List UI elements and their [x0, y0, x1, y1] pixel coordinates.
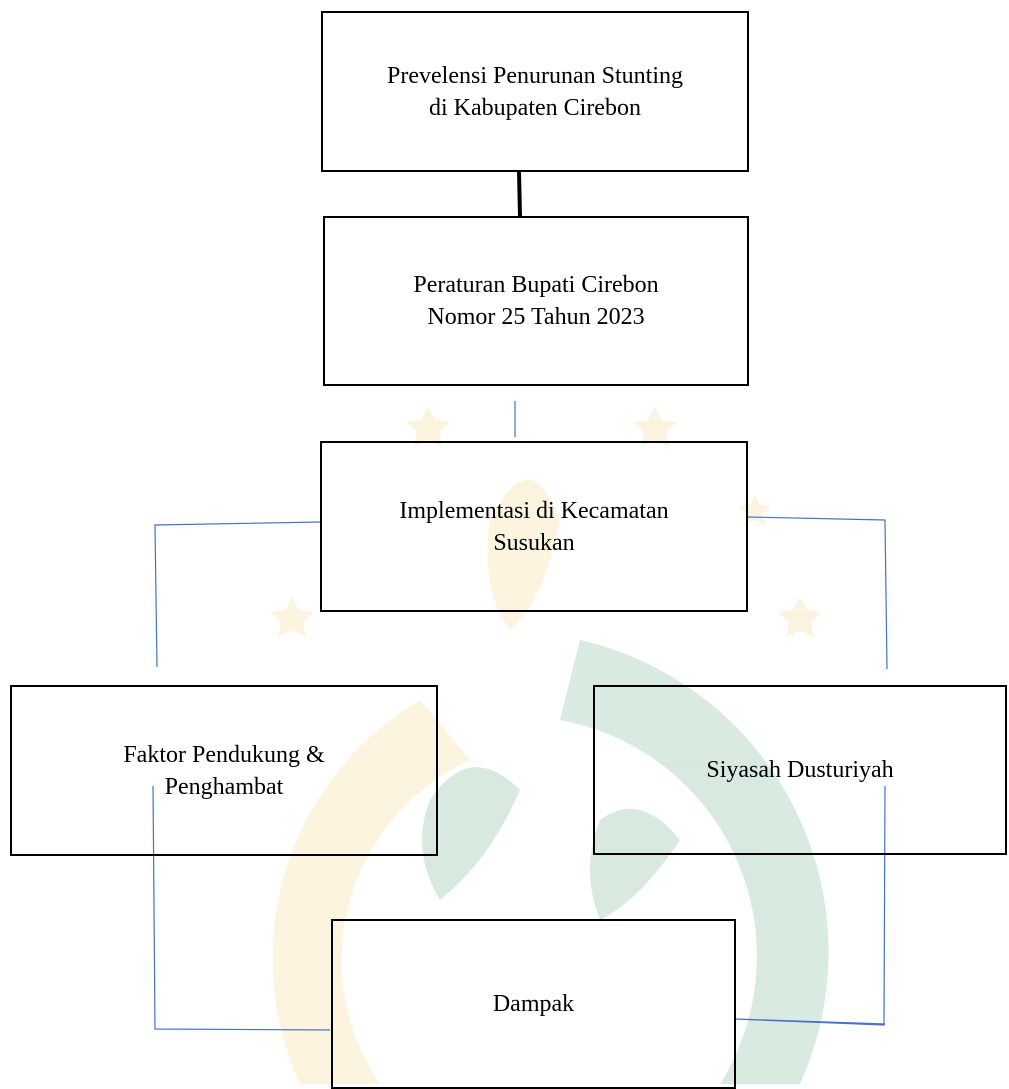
connector-implementation-factors — [154, 521, 321, 668]
watermark-green-arc — [560, 640, 829, 1084]
connector-siyasah-impact — [734, 785, 886, 1026]
node-factors: Faktor Pendukung & Penghambat — [10, 685, 438, 856]
watermark-star-icon — [633, 407, 677, 447]
node-implementation-label: Implementasi di Kecamatan Susukan — [399, 497, 669, 556]
node-regulation-label: Peraturan Bupati Cirebon Nomor 25 Tahun … — [413, 272, 659, 330]
watermark-gold-flame — [487, 480, 560, 630]
node-factors-label: Faktor Pendukung & Penghambat — [123, 741, 325, 800]
node-siyasah-label: Siyasah Dusturiyah — [706, 757, 894, 783]
watermark-star-icon — [778, 597, 822, 637]
node-prevalence-label: Prevelensi Penurunan Stunting di Kabupat… — [387, 62, 683, 121]
watermark-star-icon — [406, 407, 450, 447]
watermark-green-leaf-2 — [590, 808, 680, 920]
node-regulation: Peraturan Bupati Cirebon Nomor 25 Tahun … — [323, 216, 749, 386]
node-impact: Dampak — [331, 919, 736, 1089]
node-implementation: Implementasi di Kecamatan Susukan — [320, 441, 748, 612]
watermark-green-leaf — [422, 767, 520, 900]
node-prevalence: Prevelensi Penurunan Stunting di Kabupat… — [321, 11, 749, 172]
watermark-gold-arc — [272, 700, 470, 1084]
node-siyasah: Siyasah Dusturiyah — [593, 685, 1007, 855]
connector-factors-impact — [152, 785, 331, 1031]
node-impact-label: Dampak — [492, 991, 575, 1017]
watermark-star-icon — [270, 597, 314, 637]
connector-prevalence-regulation — [517, 171, 522, 217]
connector-implementation-siyasah — [747, 516, 888, 670]
